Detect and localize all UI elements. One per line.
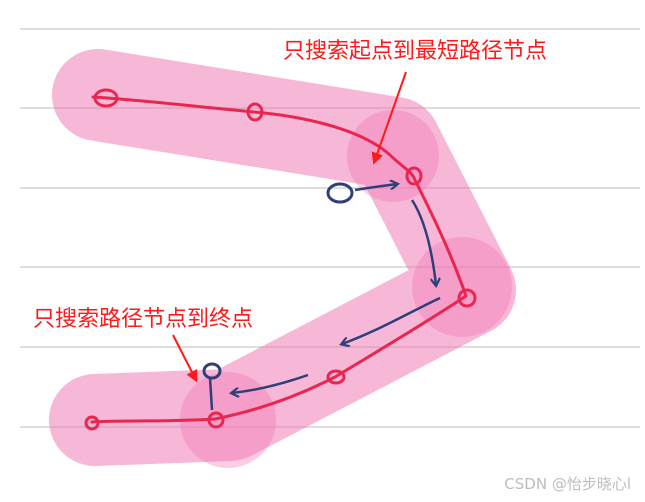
search-end-link: [208, 377, 214, 411]
search-end-node: [202, 362, 222, 380]
shortest-path-line: [90, 95, 468, 424]
path-nodes: [84, 88, 477, 431]
search-start-node: [326, 182, 354, 204]
path-node: [93, 88, 119, 108]
path-node: [326, 369, 346, 385]
search-arrow: [354, 184, 397, 192]
highlight-circle-node: [180, 372, 276, 468]
search-arrow: [410, 199, 436, 285]
annotation-arrow-end: [172, 334, 198, 383]
path-node: [84, 415, 100, 431]
path-node: [207, 411, 225, 429]
search-arrow: [342, 296, 441, 344]
search-arrows: [202, 182, 441, 411]
path-node: [457, 288, 477, 308]
path-node: [405, 166, 423, 186]
start-to-path-label: 只搜索起点到最短路径节点: [283, 39, 548, 64]
search-arrow: [232, 373, 309, 393]
watermark: CSDN @怡步晓心l: [504, 475, 631, 493]
path-node: [246, 102, 264, 122]
annotation-arrow-start: [371, 71, 407, 165]
path-to-end-label: 只搜索路径节点到终点: [33, 307, 254, 332]
